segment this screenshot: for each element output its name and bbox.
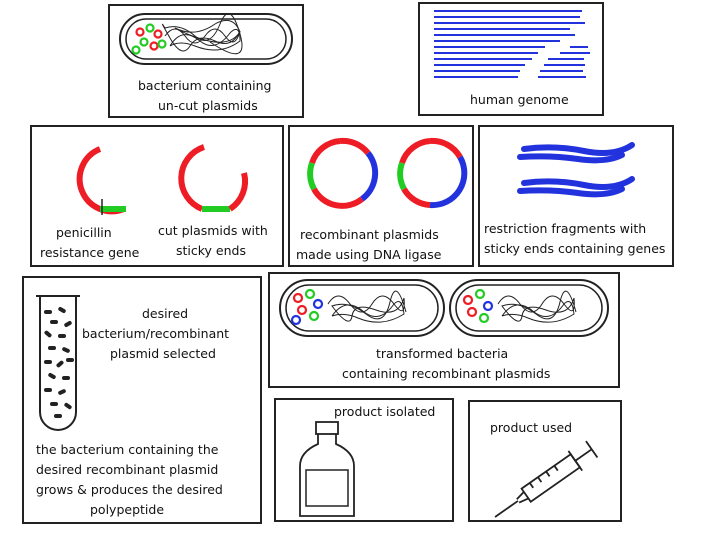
syringe-icon: [494, 440, 599, 518]
human-genome-label: human genome: [470, 92, 569, 107]
bottle-icon: [299, 421, 355, 517]
cut-plasmids-caption: cut plasmids with sticky ends: [158, 221, 268, 261]
panel-transformed: transformed bacteria containing recombin…: [268, 272, 620, 388]
bacterium-caption-line-1: bacterium containing: [138, 78, 272, 93]
restriction-caption-line-2: sticky ends containing genes: [484, 241, 666, 256]
grows-caption-line-3: grows & produces the desired: [36, 482, 223, 497]
genome-strands-icon: [434, 10, 590, 78]
bacterium-icon: [119, 13, 293, 65]
cut-plasmids-caption-line-2: sticky ends: [176, 243, 246, 258]
recombinant-caption: recombinant plasmids made using DNA liga…: [296, 225, 441, 265]
selected-caption: desired bacterium/recombinant plasmid se…: [82, 304, 229, 364]
isolated-label: product isolated: [334, 404, 436, 419]
test-tube-icon: [36, 295, 80, 431]
bacterium-caption: bacterium containing un-cut plasmids: [138, 76, 271, 116]
grows-caption-line-2: desired recombinant plasmid: [36, 462, 219, 477]
bacterium-caption-line-2: un-cut plasmids: [158, 98, 258, 113]
restriction-caption: restriction fragments with sticky ends c…: [484, 219, 665, 259]
panel-isolated: product isolated: [274, 398, 454, 522]
panel-human-genome: human genome: [418, 2, 604, 116]
transformed-caption-line-2: containing recombinant plasmids: [342, 366, 551, 381]
grows-caption: the bacterium containing the desired rec…: [36, 440, 223, 520]
selected-caption-line-1: desired: [142, 306, 189, 321]
cut-plasmids-caption-line-1: cut plasmids with: [158, 223, 268, 238]
recombinant-caption-line-2: made using DNA ligase: [296, 247, 442, 262]
panel-cut-plasmids: penicillin resistance gene cut plasmids …: [30, 125, 284, 267]
transformed-bacteria-icon: [279, 279, 609, 337]
used-label: product used: [490, 420, 573, 435]
recombinant-plasmid-icon: [307, 137, 468, 209]
penicillin-caption: penicillin resistance gene: [40, 223, 139, 263]
transformed-caption-line-1: transformed bacteria: [376, 346, 509, 361]
panel-bacterium: bacterium containing un-cut plasmids: [108, 4, 304, 118]
panel-restriction: restriction fragments with sticky ends c…: [478, 125, 674, 267]
penicillin-caption-line-1: penicillin: [56, 225, 112, 240]
restriction-fragments-icon: [517, 142, 635, 198]
selected-caption-line-3: plasmid selected: [110, 346, 216, 361]
panel-recombinant: recombinant plasmids made using DNA liga…: [288, 125, 474, 267]
transformed-caption: transformed bacteria containing recombin…: [342, 344, 550, 384]
selected-caption-line-2: bacterium/recombinant: [82, 326, 230, 341]
panel-selected: desired bacterium/recombinant plasmid se…: [22, 276, 262, 524]
plasmid-icon: [76, 144, 249, 215]
recombinant-caption-line-1: recombinant plasmids: [300, 227, 439, 242]
penicillin-caption-line-2: resistance gene: [40, 245, 140, 260]
grows-caption-line-4: polypeptide: [90, 502, 165, 517]
restriction-caption-line-1: restriction fragments with: [484, 221, 647, 236]
panel-used: product used: [468, 400, 622, 522]
grows-caption-line-1: the bacterium containing the: [36, 442, 219, 457]
